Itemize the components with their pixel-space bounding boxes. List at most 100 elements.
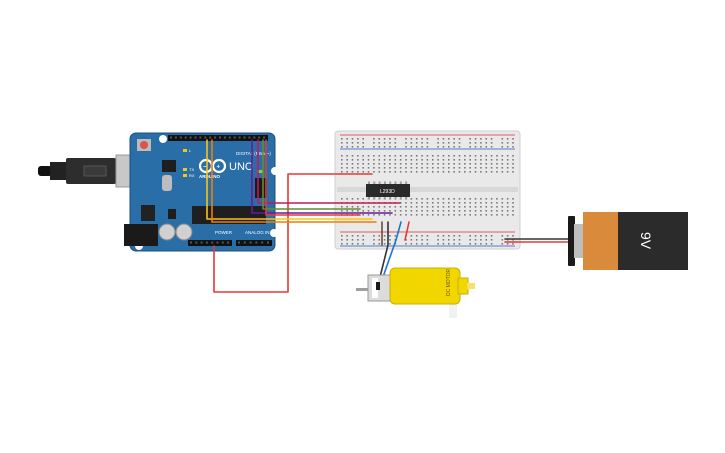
battery-top [583, 212, 618, 270]
breadboard-hole [501, 210, 504, 212]
header-pin [179, 136, 182, 139]
breadboard-hole [378, 210, 381, 212]
breadboard-hole [351, 171, 354, 173]
breadboard-hole [351, 198, 354, 200]
breadboard-hole [512, 210, 514, 212]
breadboard-hole [421, 155, 423, 157]
arduino-board[interactable]: DIGITAL (PWM~) − + UNO ARDUINO L TX RX P… [124, 132, 279, 252]
breadboard-hole [464, 214, 466, 216]
wire-red-5v[interactable] [213, 173, 373, 293]
breadboard-hole [512, 159, 514, 161]
breadboard-hole [426, 206, 429, 208]
breadboard-hole [448, 155, 450, 157]
breadboard-hole [405, 202, 407, 204]
usb-plug-grip [83, 165, 107, 177]
wire-green[interactable] [262, 139, 361, 210]
breadboard-hole [394, 142, 397, 144]
digital-pins [170, 136, 266, 139]
breadboard-hole [458, 167, 461, 169]
breadboard-hole [485, 198, 488, 200]
breadboard-hole [394, 155, 397, 157]
breadboard-hole [346, 142, 348, 144]
breadboard-hole [501, 159, 504, 161]
l293d-chip[interactable]: L293D [366, 181, 410, 200]
breadboard-hole [357, 159, 359, 161]
breadboard-hole [512, 198, 514, 200]
breadboard-hole [512, 171, 514, 173]
breadboard-hole [496, 210, 498, 212]
breadboard-hole [431, 159, 434, 161]
breadboard-hole [383, 163, 386, 165]
wire-red-short[interactable] [404, 221, 410, 241]
breadboard-hole [399, 167, 402, 169]
breadboard-hole [426, 163, 429, 165]
breadboard-hole [474, 243, 477, 245]
breadboard-hole [506, 214, 509, 216]
header-pin [238, 136, 241, 139]
breadboard-hole [453, 142, 455, 144]
header-pin [184, 136, 187, 139]
breadboard-hole [458, 214, 461, 216]
breadboard-hole [469, 206, 471, 208]
breadboard-hole [378, 146, 381, 148]
breadboard-hole [405, 214, 407, 216]
usb-cable-strain-relief [50, 162, 68, 180]
breadboard-hole [448, 243, 450, 245]
chip-pin [378, 197, 381, 200]
breadboard-hole [485, 171, 488, 173]
reset-button[interactable] [140, 141, 148, 149]
breadboard-hole [357, 198, 359, 200]
header-pin [261, 241, 264, 244]
breadboard-hole [389, 146, 391, 148]
breadboard-hole [464, 155, 466, 157]
breadboard-hole [373, 159, 375, 161]
breadboard-hole [346, 167, 348, 169]
breadboard-hole [346, 206, 348, 208]
breadboard-hole [490, 210, 493, 212]
wire-red-signal[interactable] [265, 139, 361, 216]
breadboard-hole [367, 206, 370, 208]
breadboard-hole [501, 146, 504, 148]
breadboard-hole [383, 206, 386, 208]
chip-pin [394, 181, 397, 184]
breadboard-hole [357, 243, 359, 245]
breadboard-hole [458, 202, 461, 204]
breadboard-hole [346, 198, 348, 200]
svg-text:−: − [203, 165, 207, 171]
breadboard-hole [453, 155, 455, 157]
breadboard[interactable]: L293D [334, 130, 521, 250]
breadboard-hole [421, 146, 423, 148]
breadboard-hole [357, 239, 359, 241]
chip-pin [378, 181, 381, 184]
wire-black-motor[interactable] [379, 221, 389, 278]
wire-purple[interactable] [251, 139, 393, 214]
wire-blue-motor[interactable] [382, 221, 402, 278]
power-jack[interactable] [124, 224, 158, 246]
breadboard-hole [399, 214, 402, 216]
breadboard-hole [469, 198, 471, 200]
breadboard-hole [357, 235, 359, 237]
breadboard-hole [496, 167, 498, 169]
battery-9v[interactable]: 9V [568, 212, 688, 270]
wire-yellow[interactable] [206, 139, 373, 220]
wire-magenta[interactable] [257, 139, 401, 204]
breadboard-hole [415, 202, 418, 204]
breadboard-hole [389, 163, 391, 165]
breadboard-hole [469, 146, 471, 148]
breadboard-hole [415, 198, 418, 200]
wire-orange[interactable] [211, 139, 377, 223]
breadboard-hole [474, 202, 477, 204]
breadboard-hole [389, 159, 391, 161]
dc-motor[interactable]: DC MOTOR [356, 267, 475, 318]
breadboard-hole [362, 210, 364, 212]
led-rx-label: RX [189, 173, 195, 178]
chip-pin [399, 181, 402, 184]
breadboard-hole [389, 171, 391, 173]
breadboard-hole [469, 210, 471, 212]
breadboard-hole [362, 142, 364, 144]
breadboard-hole [437, 198, 439, 200]
breadboard-hole [453, 202, 455, 204]
breadboard-hole [351, 235, 354, 237]
breadboard-hole [458, 206, 461, 208]
header-pin [249, 241, 252, 244]
